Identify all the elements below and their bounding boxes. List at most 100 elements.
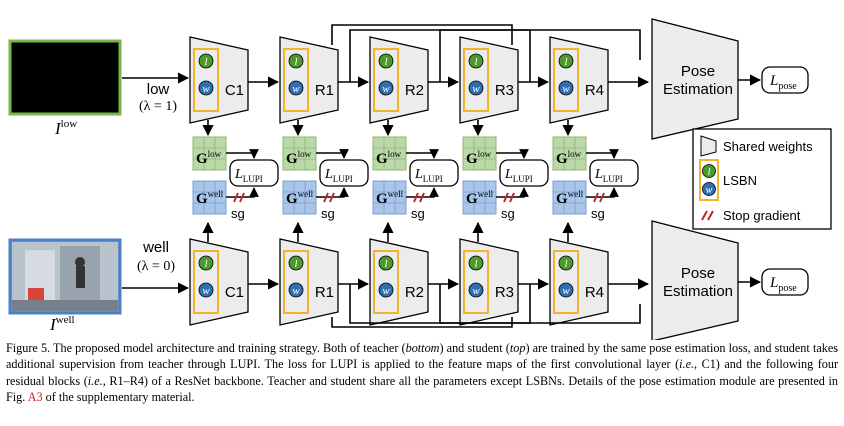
lsbn-legend-icon [699, 159, 719, 201]
caption-ie2: i.e. [87, 373, 103, 388]
lsbn-well-letter: w [562, 83, 570, 95]
lsbn-low-letter: l [204, 56, 207, 68]
skip-connection [331, 317, 513, 328]
stop-gradient-mark [323, 192, 329, 203]
caption-ie1: i.e. [679, 357, 695, 372]
gram-low-matrix [282, 136, 317, 171]
low-image-symbol: I [54, 119, 62, 138]
gram-symbol: G [556, 151, 568, 167]
lsbn-well-icon [288, 282, 304, 298]
lsbn-low-letter: l [564, 258, 567, 270]
pose-loss-label: Lpose [769, 275, 797, 294]
lsbn-low-letter: l [384, 56, 387, 68]
gram-low-superscript: low [478, 149, 492, 159]
stage-label: R3 [495, 82, 514, 99]
caption-figure-ref[interactable]: A3 [27, 390, 43, 405]
lsbn-well-letter: w [292, 83, 300, 95]
stop-gradient-mark [329, 192, 335, 203]
skip-connection [439, 29, 641, 82]
gram-low-label: Glow [556, 149, 582, 167]
lupi-loss-symbol: L [234, 167, 243, 182]
gram-symbol: G [466, 151, 478, 167]
lsbn-well-icon [558, 80, 574, 96]
sg-label: sg [411, 206, 425, 221]
gram-low-superscript: low [388, 149, 402, 159]
stage-label: R2 [405, 284, 424, 301]
lupi-loss-subscript: LUPI [603, 174, 623, 184]
lsbn-box [463, 48, 489, 112]
lsbn-low-icon [378, 255, 394, 271]
lsbn-low-letter: l [564, 56, 567, 68]
stage-label: C1 [225, 284, 244, 301]
lsbn-box [283, 250, 309, 314]
lupi-arrow-low [586, 149, 619, 159]
lupi-arrow-low [226, 149, 259, 159]
lupi-loss-symbol: L [324, 167, 333, 182]
lupi-loss-box [409, 159, 459, 187]
gram-low-label: Glow [196, 149, 222, 167]
gram-low-superscript: low [568, 149, 582, 159]
pose-loss-low: Lpose [761, 66, 809, 94]
legend: Shared weights l w LSBN Stop gradient [692, 128, 832, 230]
lupi-loss-label: LLUPI [234, 167, 263, 184]
pose-label-line1: Pose [681, 63, 715, 80]
gram-well-label: Gwell [196, 189, 224, 207]
lupi-arrow-well [226, 187, 259, 198]
caption-part5: , R1–R4) of a ResNet backbone. Teacher a… [6, 373, 838, 405]
lupi-loss-label: LLUPI [414, 167, 443, 184]
well-mode-label: well [142, 239, 169, 256]
gram-low-superscript: low [298, 149, 312, 159]
gram-low-superscript: low [208, 149, 222, 159]
caption-part1: Figure 5. The proposed model architectur… [6, 341, 406, 355]
lsbn-well-letter: w [202, 285, 210, 297]
well-lambda-label: (λ = 0) [137, 259, 175, 274]
pose-label-line2: Estimation [663, 81, 733, 98]
pose-loss-label: Lpose [769, 73, 797, 92]
caption-teacher: bottom [405, 341, 440, 355]
legend-lsbn-label: LSBN [723, 173, 757, 188]
lupi-loss-subscript: LUPI [513, 174, 533, 184]
caption-part6: of the supplementary material. [42, 390, 195, 405]
gram-well-label: Gwell [376, 189, 404, 207]
gram-well-superscript: well [298, 189, 314, 199]
stage-label: R4 [585, 82, 604, 99]
lupi-loss-subscript: LUPI [333, 174, 353, 184]
gram-low-label: Glow [376, 149, 402, 167]
lsbn-well-letter: w [472, 285, 480, 297]
lupi-loss-label: LLUPI [324, 167, 353, 184]
lsbn-well-letter: w [472, 83, 480, 95]
gram-well-label: Gwell [556, 189, 584, 207]
lupi-arrow-low [496, 149, 529, 159]
sg-label: sg [321, 206, 335, 221]
caption-part4: , C1) and the following four residual bl… [6, 357, 839, 388]
lupi-arrow-low [316, 149, 349, 159]
pose-label-line2: Estimation [663, 283, 733, 300]
lupi-arrow-well [406, 187, 439, 198]
gram-well-matrix [372, 180, 407, 215]
legend-stop-label: Stop gradient [723, 208, 801, 223]
lsbn-low-letter: l [384, 258, 387, 270]
lsbn-well-icon [468, 80, 484, 96]
lsbn-low-icon [558, 255, 574, 271]
gram-low-label: Glow [466, 149, 492, 167]
lsbn-well-letter: w [562, 285, 570, 297]
skip-connection [331, 24, 513, 45]
lsbn-box [463, 250, 489, 314]
gram-well-label: Gwell [286, 189, 314, 207]
gram-symbol: G [376, 151, 388, 167]
lsbn-well-letter: w [292, 285, 300, 297]
low-image-superscript: low [61, 118, 78, 130]
sg-label: sg [591, 206, 605, 221]
stop-gradient-icon [701, 210, 714, 221]
lsbn-well-icon [198, 282, 214, 298]
caption-part3: ) are trained by the same pose estimatio… [6, 341, 838, 372]
well-lit-image [8, 238, 122, 315]
lsbn-low-letter: l [474, 258, 477, 270]
